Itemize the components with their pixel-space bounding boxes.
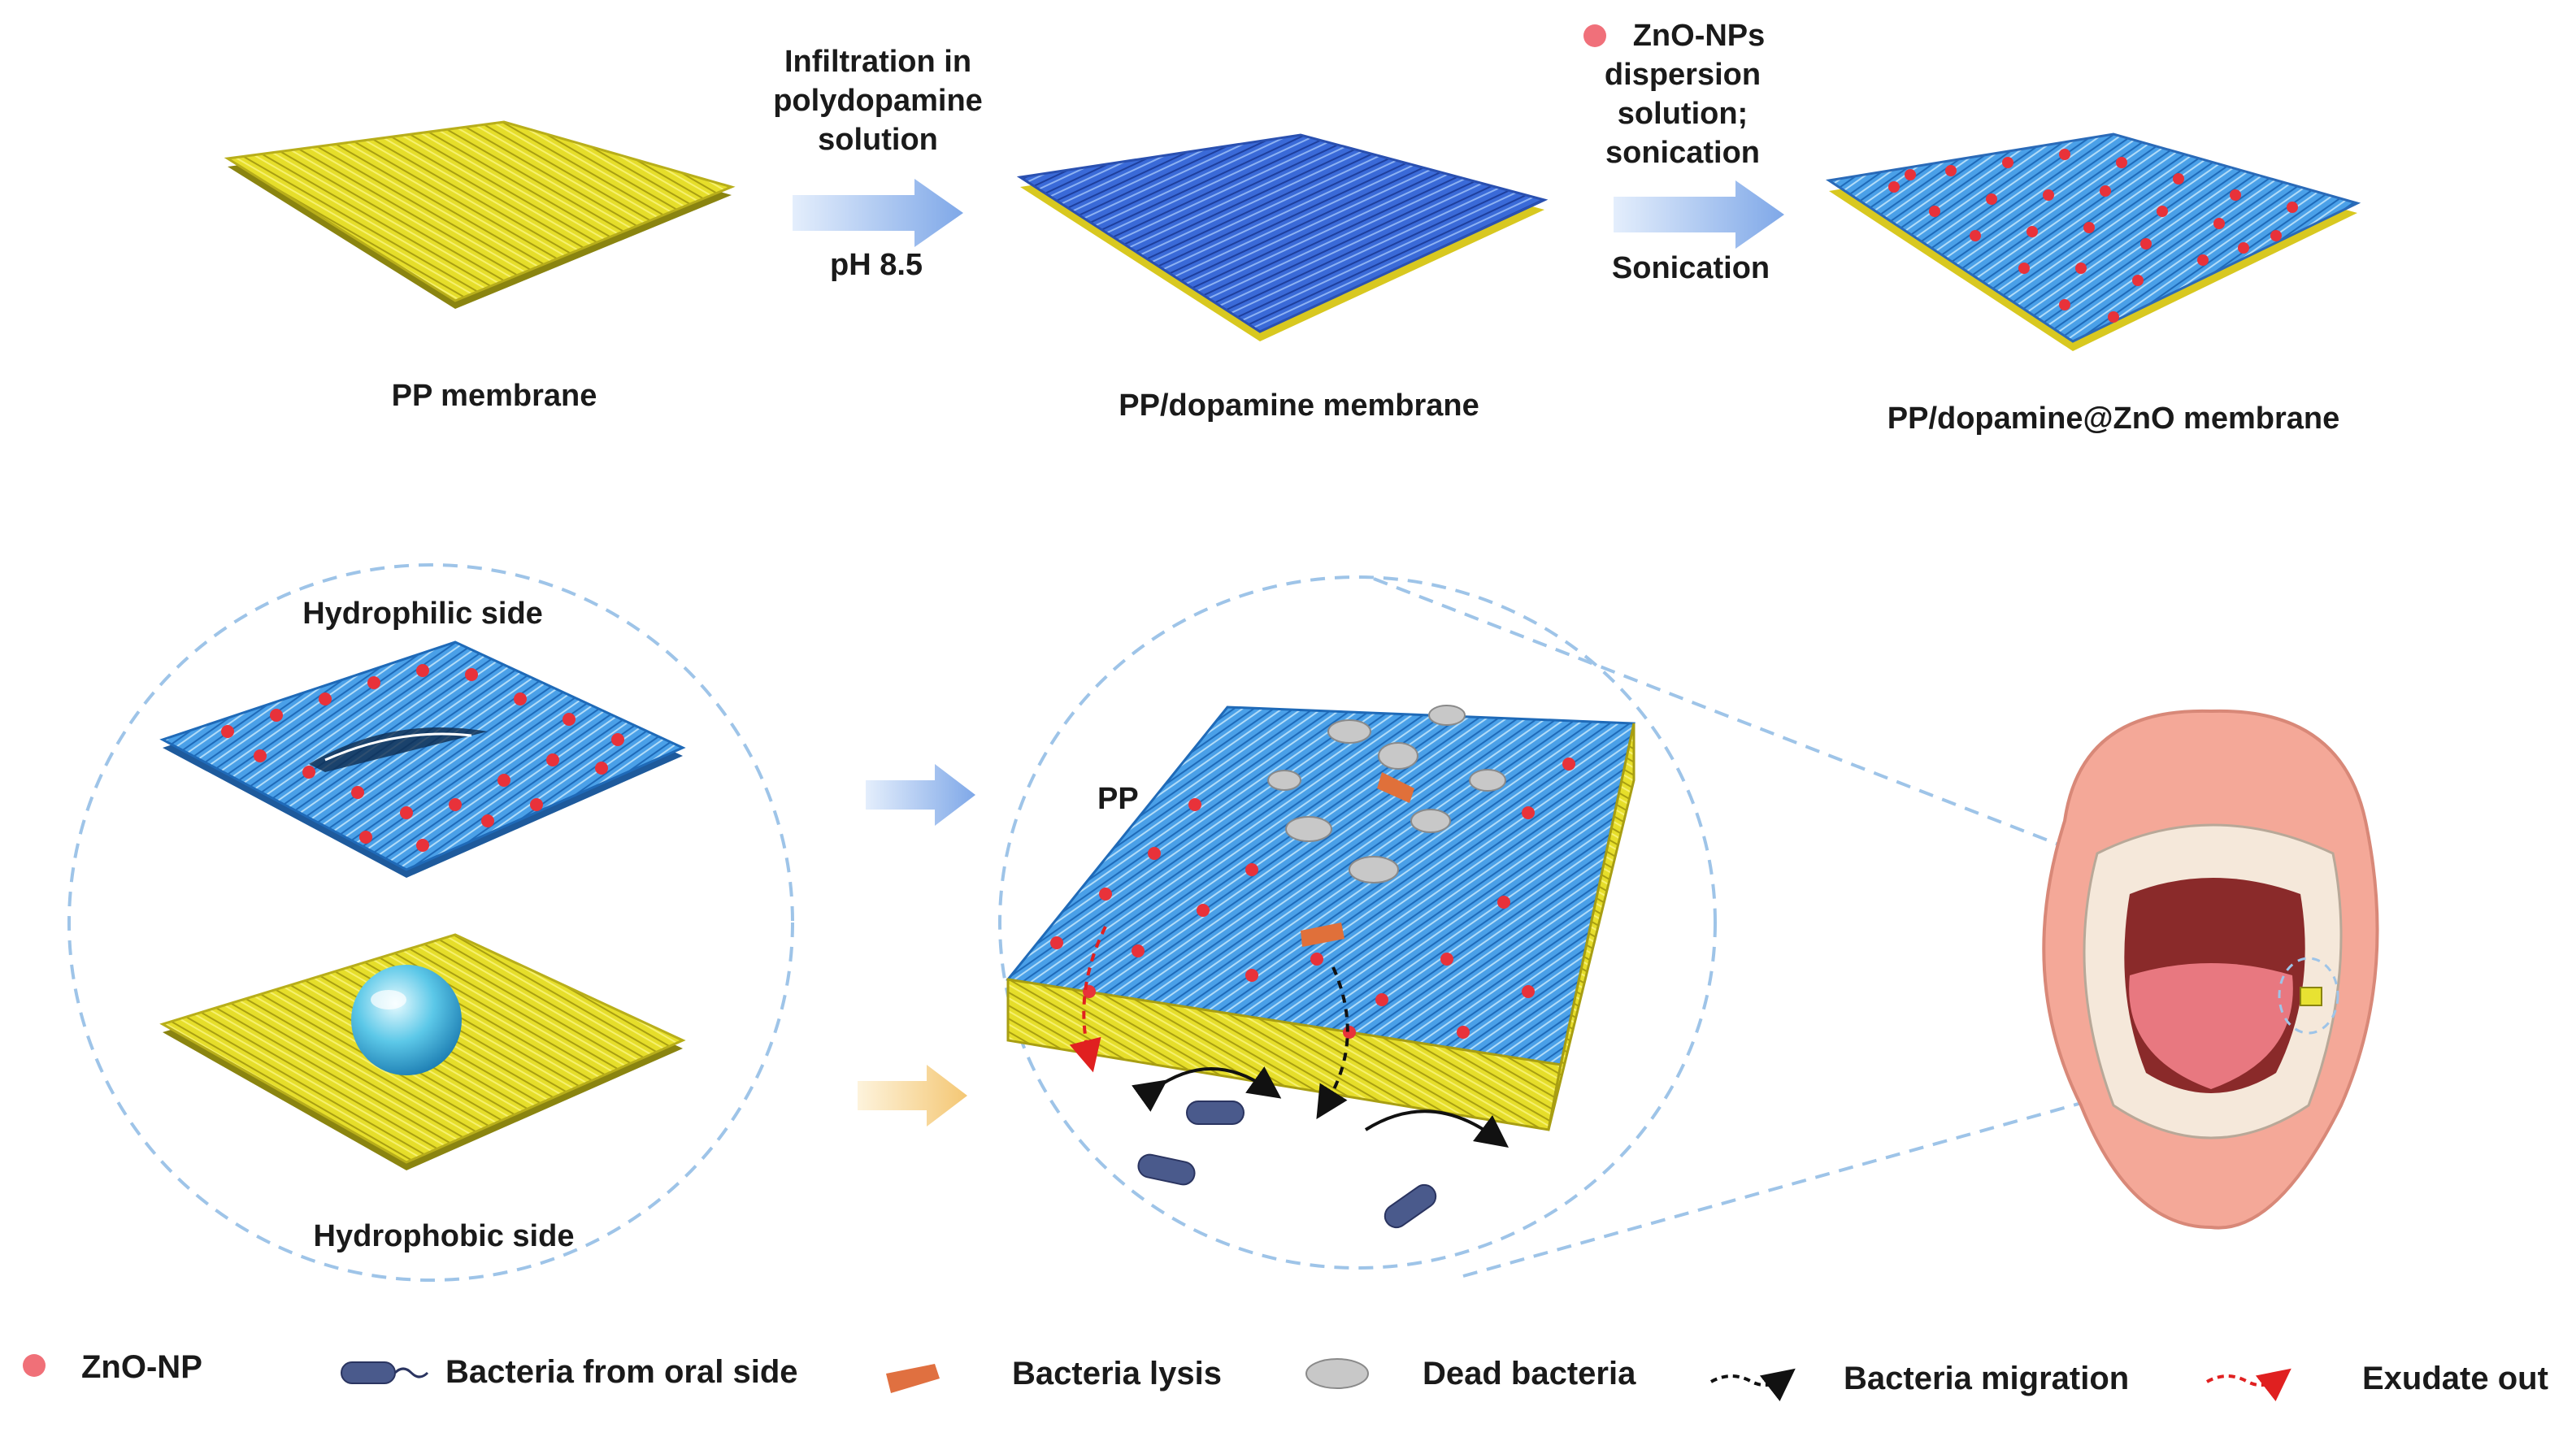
migration-arrow-right	[1364, 1109, 1510, 1148]
dead-bacteria-icon	[1305, 1358, 1369, 1389]
blue-arrow	[866, 764, 975, 826]
migration-arrow-icon	[1710, 1368, 1796, 1402]
legend-zno-np: ZnO-NP	[81, 1349, 202, 1385]
step2-condition: Sonication	[1611, 251, 1770, 285]
pp-dopamine-zno-membrane-illustration	[1825, 132, 2361, 351]
mouth-illustration	[2042, 709, 2379, 1230]
orange-arrow	[858, 1065, 967, 1127]
hydrophobic-side-label: Hydrophobic side	[313, 1219, 575, 1253]
zno-nanoparticles	[1888, 149, 2298, 323]
zoom-line-bottom	[1462, 1047, 2277, 1278]
step2-line2: dispersion	[1604, 58, 1761, 92]
migration-arrow-left	[1132, 1066, 1282, 1112]
exudate-arrow-icon	[2206, 1368, 2291, 1402]
pp-dopamine-membrane-label: PP/dopamine membrane	[1119, 389, 1479, 423]
left-dashed-circle	[67, 563, 794, 1282]
pp-membrane-illustration	[224, 120, 736, 309]
step1-arrow	[793, 179, 963, 247]
legend-dead-bacteria: Dead bacteria	[1423, 1356, 1636, 1391]
water-droplet-highlight	[371, 990, 406, 1009]
step2-text: ZnO-NPs dispersion solution; sonication	[1601, 16, 1766, 172]
pp-label: PP	[1097, 782, 1139, 816]
step2-line1: ZnO-NPs	[1632, 19, 1766, 53]
bacteria-lysis-icon	[886, 1364, 940, 1393]
pp-membrane-label: PP membrane	[391, 379, 597, 413]
zno-np-icon	[23, 1354, 46, 1377]
step2-line3: solution;	[1617, 97, 1748, 131]
pp-dopamine-membrane-illustration	[1016, 133, 1549, 341]
step1-text: Infiltration in polydopamine solution	[773, 42, 983, 159]
step1-line1: Infiltration in	[784, 45, 972, 79]
hydrophilic-side-label: Hydrophilic side	[302, 597, 543, 631]
oral-bacteria-group	[1137, 1101, 1437, 1229]
step1-condition: pH 8.5	[829, 248, 923, 282]
middle-dashed-circle	[998, 575, 1717, 1270]
bacteria-lysis-shapes	[1301, 772, 1414, 947]
bacteria-icon	[341, 1361, 429, 1384]
dead-bacteria-cluster	[1267, 705, 1506, 883]
step2-line4: sonication	[1605, 136, 1761, 170]
legend-exudate-out: Exudate out	[2362, 1361, 2548, 1396]
legend-bacteria-lysis: Bacteria lysis	[1012, 1356, 1222, 1391]
zno-np-bullet-icon	[1583, 24, 1606, 47]
exudate-arrow	[1069, 926, 1107, 1073]
legend-bacteria-migration: Bacteria migration	[1844, 1361, 2130, 1396]
step1-line3: solution	[818, 123, 938, 157]
step2-arrow	[1614, 180, 1784, 249]
pp-dopamine-zno-membrane-label: PP/dopamine@ZnO membrane	[1887, 402, 2340, 436]
legend-bacteria-oral: Bacteria from oral side	[445, 1354, 798, 1390]
water-droplet	[351, 965, 462, 1075]
migration-arrow-vertical	[1316, 966, 1349, 1119]
step1-line2: polydopamine	[773, 84, 983, 118]
membrane-cross-section-illustration	[1006, 705, 1636, 1131]
hydrophilic-membrane-illustration	[159, 640, 686, 878]
